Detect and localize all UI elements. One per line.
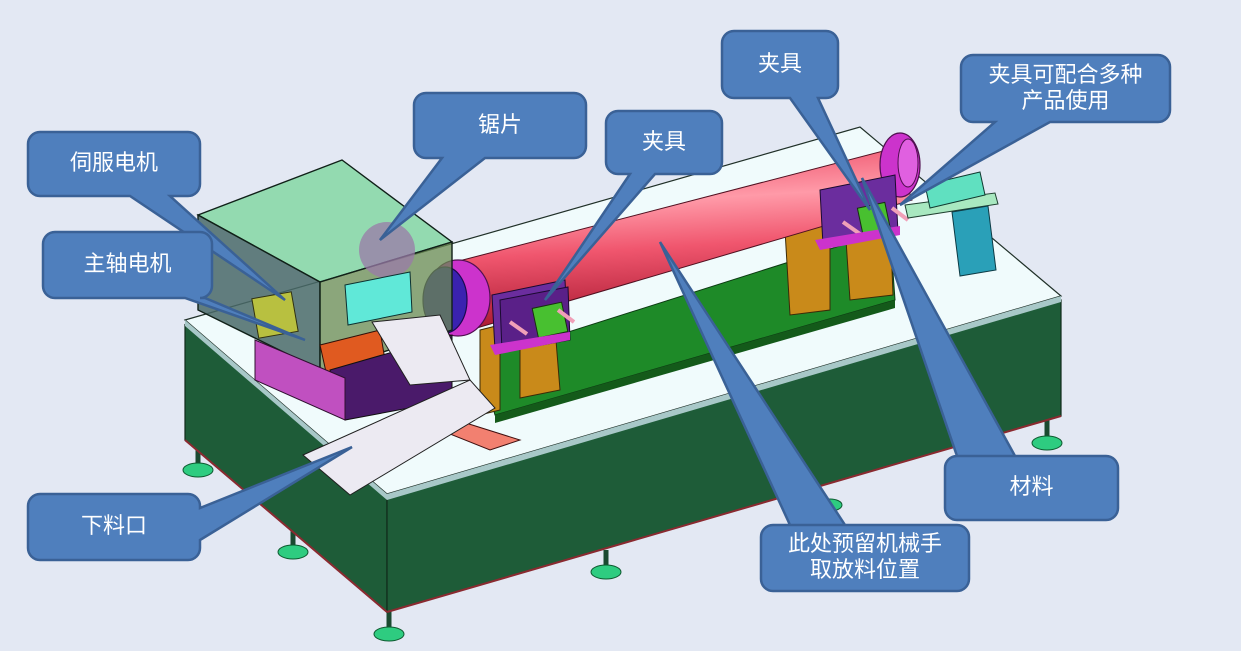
callout-saw-blade-shape — [379, 91, 588, 241]
callout-robot-position-line1: 此处预留机械手 — [787, 532, 942, 557]
callout-saw-blade-text: 锯片 — [477, 112, 522, 138]
callout-fixture-multi-line1: 夹具可配合多种 — [988, 62, 1143, 88]
callout-fixture-center: 夹具 — [606, 111, 722, 174]
callout-fixture-right-shape — [720, 29, 872, 211]
callout-fixture-right: 夹具 — [722, 31, 838, 98]
callout-material-shape — [860, 177, 1120, 522]
callout-robot-position-line2: 取放料位置 — [809, 558, 920, 583]
callout-fixture-center-shape — [543, 109, 724, 301]
callout-saw-blade: 锯片 — [414, 93, 586, 158]
callout-robot-position-shape — [658, 241, 971, 593]
callouts — [26, 29, 1172, 593]
callout-fixture-multi-line2: 产品使用 — [1021, 88, 1110, 114]
right-cylinder-stand — [904, 171, 999, 277]
callout-fixture-right-text: 夹具 — [757, 51, 802, 77]
callout-fixture-center-text: 夹具 — [641, 129, 686, 155]
callout-unload-port-text: 下料口 — [80, 514, 147, 539]
callout-material: 材料 — [945, 456, 1118, 520]
callout-spindle-motor-text: 主轴电机 — [83, 252, 172, 277]
callout-servo-motor: 伺服电机 — [28, 132, 200, 196]
callout-servo-motor-shape — [26, 130, 286, 302]
clamp-center — [490, 279, 576, 355]
saw-housing — [196, 159, 454, 421]
callout-spindle-motor-shape — [41, 230, 306, 342]
callout-spindle-motor: 主轴电机 — [43, 232, 212, 298]
callout-fixture-multi: 夹具可配合多种 产品使用 — [961, 55, 1170, 122]
callout-unload-port: 下料口 — [28, 494, 200, 560]
callout-unload-port-shape — [26, 445, 353, 562]
callout-material-text: 材料 — [1009, 475, 1054, 500]
unload-chute — [302, 314, 522, 496]
callout-fixture-multi-shape — [899, 53, 1172, 207]
callout-servo-motor-text: 伺服电机 — [69, 151, 158, 176]
callout-robot-position: 此处预留机械手 取放料位置 — [761, 525, 969, 591]
